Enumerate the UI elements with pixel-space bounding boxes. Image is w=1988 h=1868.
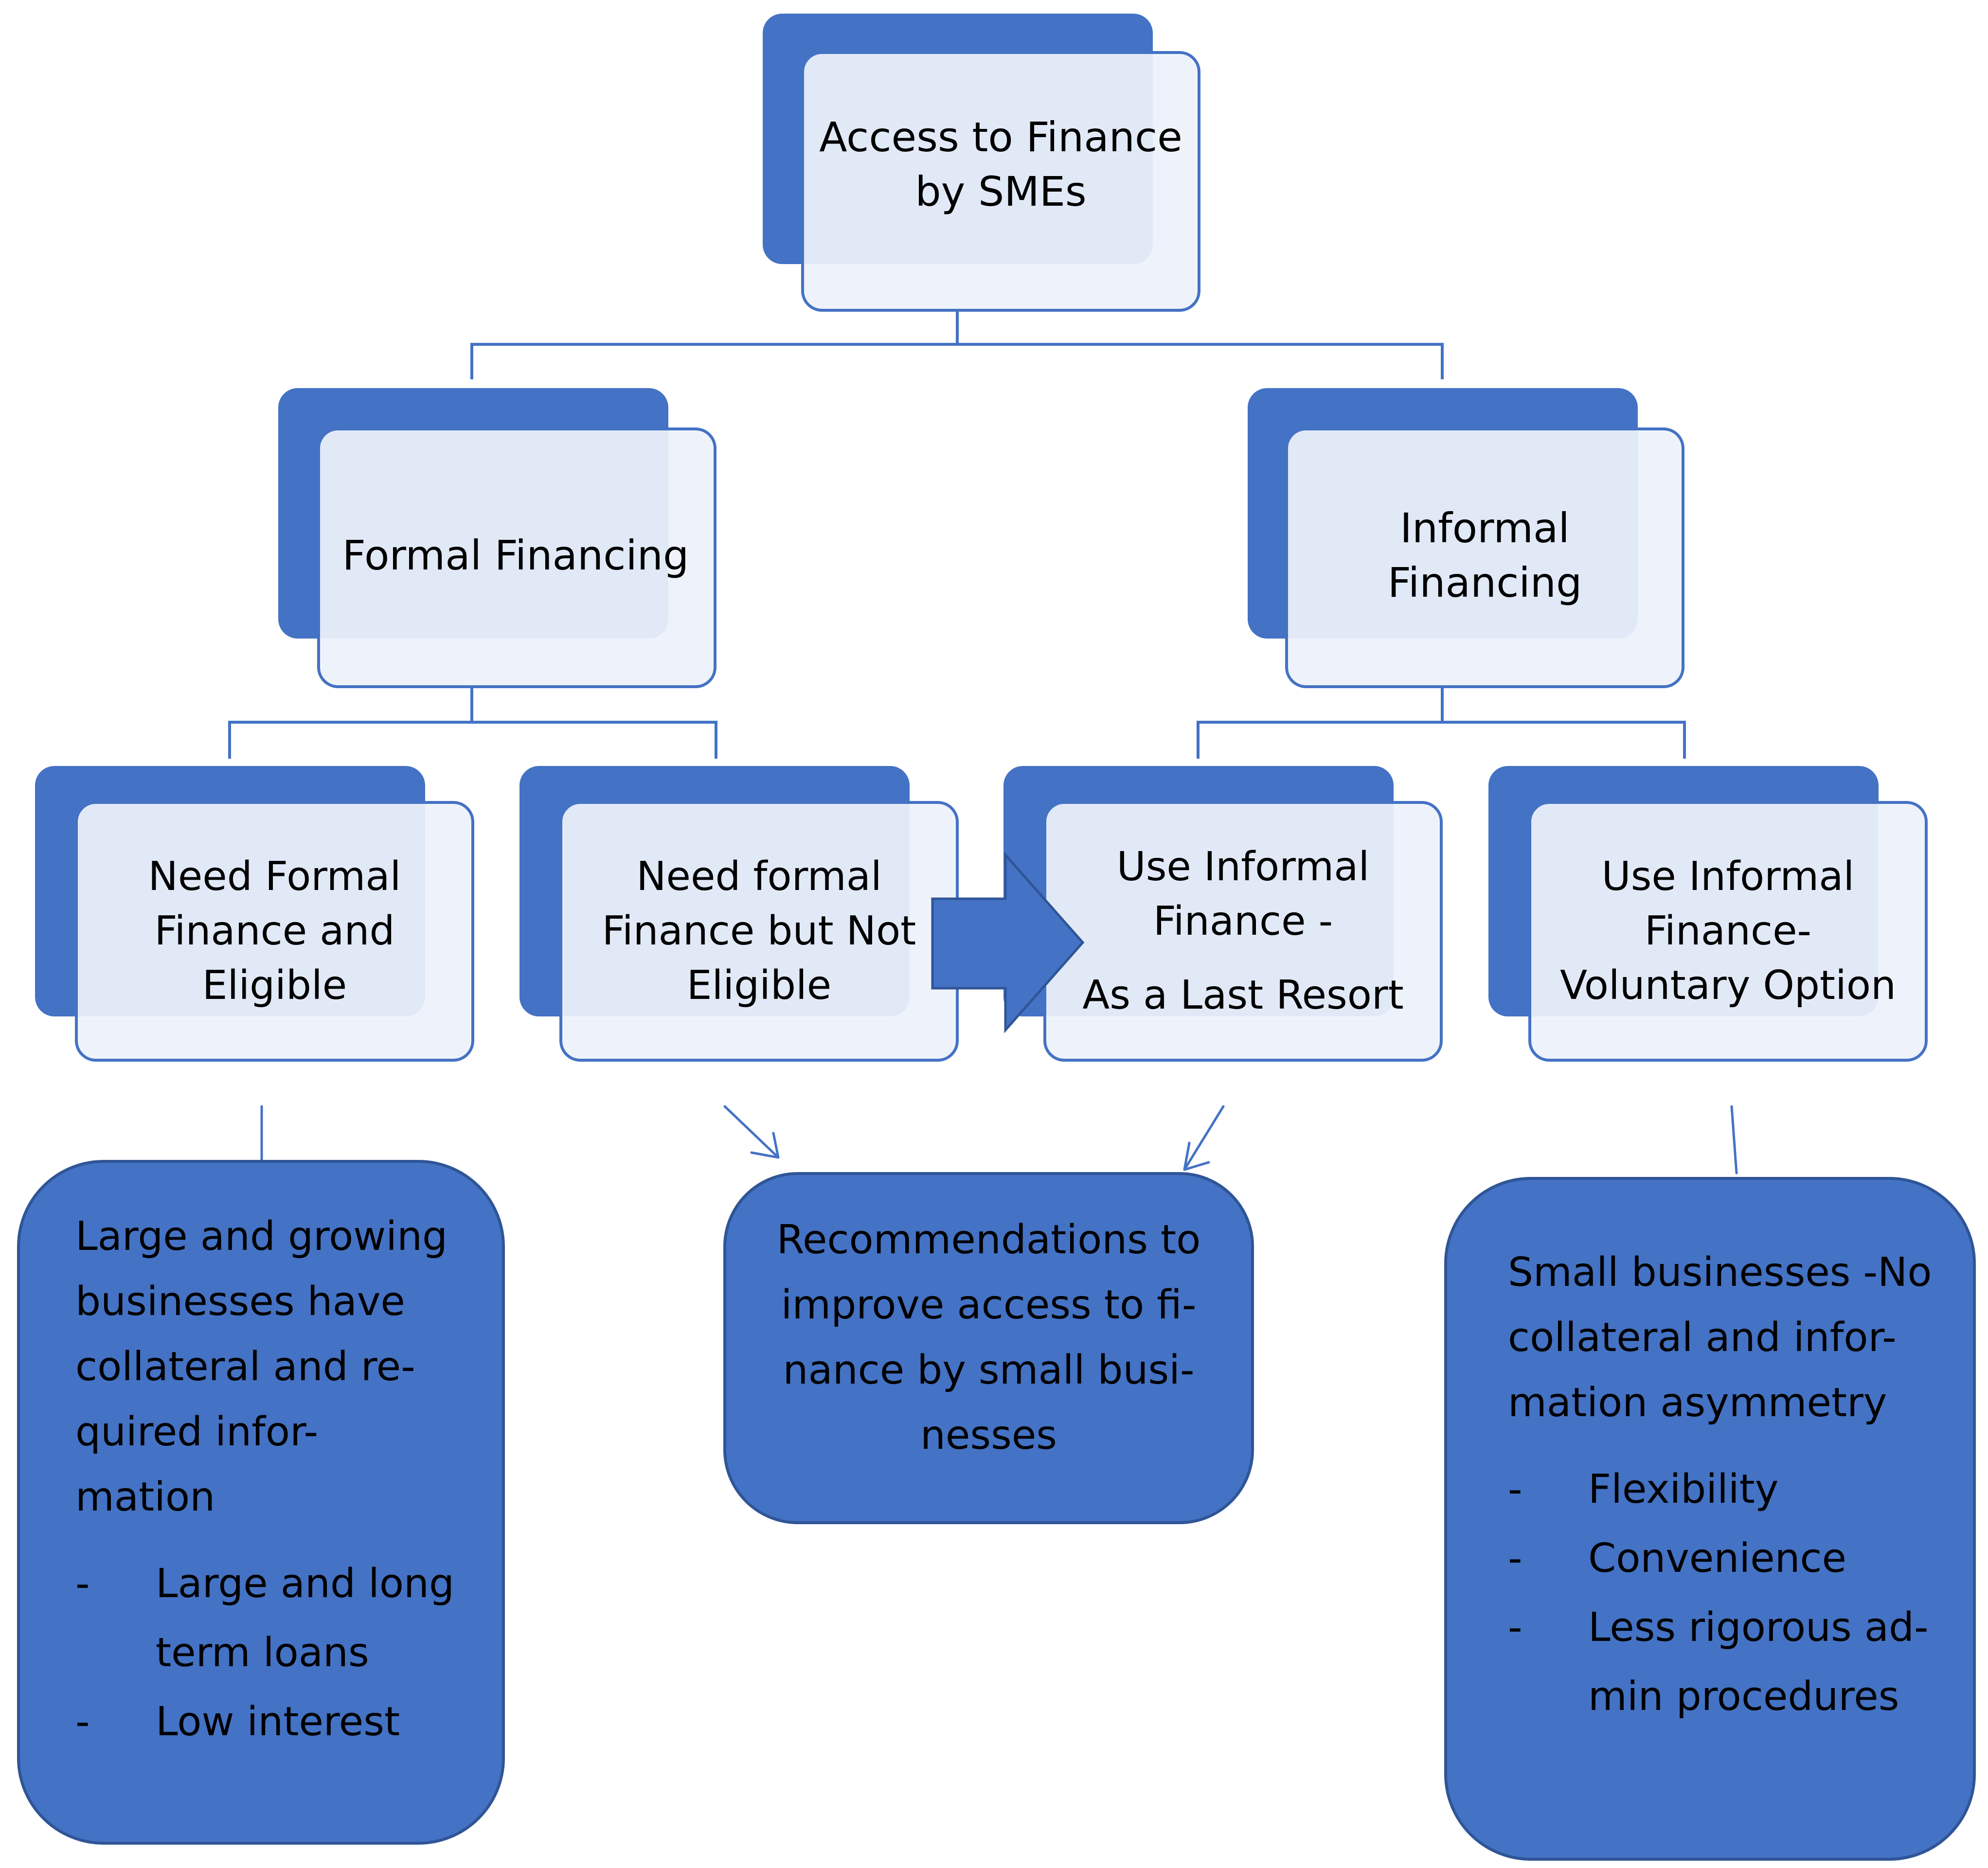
informal-financing-label-line2: Financing xyxy=(1387,559,1582,606)
connectors xyxy=(228,311,1686,759)
pointer-lines xyxy=(260,1105,1738,1174)
note-large-bullet1-text-b: long xyxy=(368,1561,455,1607)
note-small-bullet-flexibility: - Flexibility xyxy=(1508,1455,1968,1524)
formal-financing-box xyxy=(278,388,716,688)
note-recommend-line4: nesses xyxy=(920,1412,1057,1459)
note-small-line3: mation asymmetry xyxy=(1508,1380,1887,1426)
need-formal-not-eligible-line1: Need formal xyxy=(636,854,882,900)
use-informal-last-resort-line2: Finance - xyxy=(1153,898,1333,944)
note-large-bullet1-text-d: loans xyxy=(250,1630,369,1676)
note-large-bullet-loans: - Large and long xyxy=(75,1549,494,1619)
bullet-dash: - xyxy=(1508,1466,1522,1512)
need-formal-not-eligible-label: Need formal Finance but Not Eligible xyxy=(561,802,957,1060)
block-arrow-right xyxy=(931,852,1085,1033)
formal-financing-label-line1: Formal Financing xyxy=(342,532,689,579)
use-informal-voluntary-line2: Finance- xyxy=(1644,908,1812,954)
note-small-bullet-procedures-cont: min procedures xyxy=(1508,1662,1968,1731)
note-small-businesses-text: Small businesses -No collateral and info… xyxy=(1508,1240,1968,1731)
note-large-businesses-box xyxy=(17,1160,505,1845)
root-label-line1: Access to Finance xyxy=(819,113,1182,161)
need-formal-eligible-label: Need Formal Finance and Eligible xyxy=(76,802,473,1060)
root-box xyxy=(763,14,1200,312)
note-small-line1: Small businesses -No xyxy=(1508,1249,1932,1296)
bullet-dash: - xyxy=(75,1561,90,1607)
note-small-bullet-convenience: - Convenience xyxy=(1508,1524,1968,1593)
note-recommendations-box xyxy=(723,1172,1254,1524)
need-formal-not-eligible-box xyxy=(519,766,959,1062)
note-large-bullet-loans-cont: term loans xyxy=(75,1619,494,1688)
formal-financing-label: Formal Financing xyxy=(321,429,710,682)
use-informal-last-resort-label: Use Informal Finance - As a Last Resort xyxy=(1045,802,1441,1060)
use-informal-last-resort-line1: Use Informal xyxy=(1116,844,1370,890)
note-large-line2: businesses have xyxy=(75,1279,405,1325)
note-recommend-line2: improve access to fi- xyxy=(781,1282,1197,1328)
note-large-line4: quired infor- xyxy=(75,1409,319,1455)
note-small-bullet1-text: Flexibility xyxy=(1588,1466,1779,1512)
informal-financing-label-line1: Informal xyxy=(1400,504,1570,552)
bullet-dash: - xyxy=(1508,1535,1522,1582)
note-large-line5: mation xyxy=(75,1474,215,1520)
root-label-line2: by SMEs xyxy=(915,168,1087,215)
pointer-line-right xyxy=(1730,1105,1738,1174)
note-small-bullet2-text: Convenience xyxy=(1588,1535,1847,1582)
use-informal-last-resort-box xyxy=(1003,766,1443,1062)
bullet-dash: - xyxy=(75,1699,90,1745)
need-formal-eligible-box xyxy=(35,766,474,1062)
pointer-arrow-to-recommendations-left xyxy=(723,1105,780,1159)
root-label: Access to Finance by SMEs xyxy=(803,53,1199,276)
note-large-line3: collateral and re- xyxy=(75,1344,415,1390)
note-large-line1: Large and growing xyxy=(75,1213,448,1260)
use-informal-voluntary-label: Use Informal Finance- Voluntary Option xyxy=(1530,802,1926,1060)
note-large-bullet2-text: Low interest xyxy=(156,1699,400,1745)
connector-informal-to-children xyxy=(1197,687,1686,759)
note-large-bullet1-text-c: term xyxy=(156,1630,251,1676)
use-informal-last-resort-line3: As a Last Resort xyxy=(1082,972,1404,1018)
connector-formal-to-children xyxy=(228,687,717,759)
note-large-bullet-interest: - Low interest xyxy=(75,1688,494,1757)
use-informal-voluntary-line1: Use Informal xyxy=(1601,854,1855,900)
note-large-bullet1-text-a: Large and xyxy=(156,1561,369,1607)
pointer-arrow-to-recommendations-right xyxy=(1183,1105,1225,1171)
informal-financing-box xyxy=(1248,388,1684,688)
need-formal-eligible-line3: Eligible xyxy=(202,962,347,1009)
use-informal-voluntary-line3: Voluntary Option xyxy=(1560,962,1896,1009)
note-recommend-line1: Recommendations to xyxy=(776,1217,1201,1263)
note-small-bullet3-cont-text: min procedures xyxy=(1588,1673,1899,1720)
note-large-businesses-text: Large and growing businesses have collat… xyxy=(75,1204,494,1757)
informal-financing-label: Informal Financing xyxy=(1287,429,1683,682)
note-small-businesses-box xyxy=(1444,1177,1976,1861)
note-small-bullet-procedures: - Less rigorous ad- xyxy=(1508,1593,1968,1662)
bullet-dash: - xyxy=(1508,1604,1522,1651)
note-small-line2: collateral and infor- xyxy=(1508,1315,1897,1361)
use-informal-voluntary-box xyxy=(1488,766,1928,1062)
need-formal-eligible-line1: Need Formal xyxy=(148,854,401,900)
need-formal-not-eligible-line2: Finance but Not xyxy=(602,908,916,954)
need-formal-eligible-line2: Finance and xyxy=(154,908,395,954)
need-formal-not-eligible-line3: Eligible xyxy=(686,962,832,1009)
note-small-bullet3-text: Less rigorous ad- xyxy=(1588,1604,1929,1651)
note-recommend-line3: nance by small busi- xyxy=(783,1347,1195,1393)
note-recommendations-text: Recommendations to improve access to fi-… xyxy=(725,1208,1253,1468)
connector-root-to-children xyxy=(470,311,1444,379)
